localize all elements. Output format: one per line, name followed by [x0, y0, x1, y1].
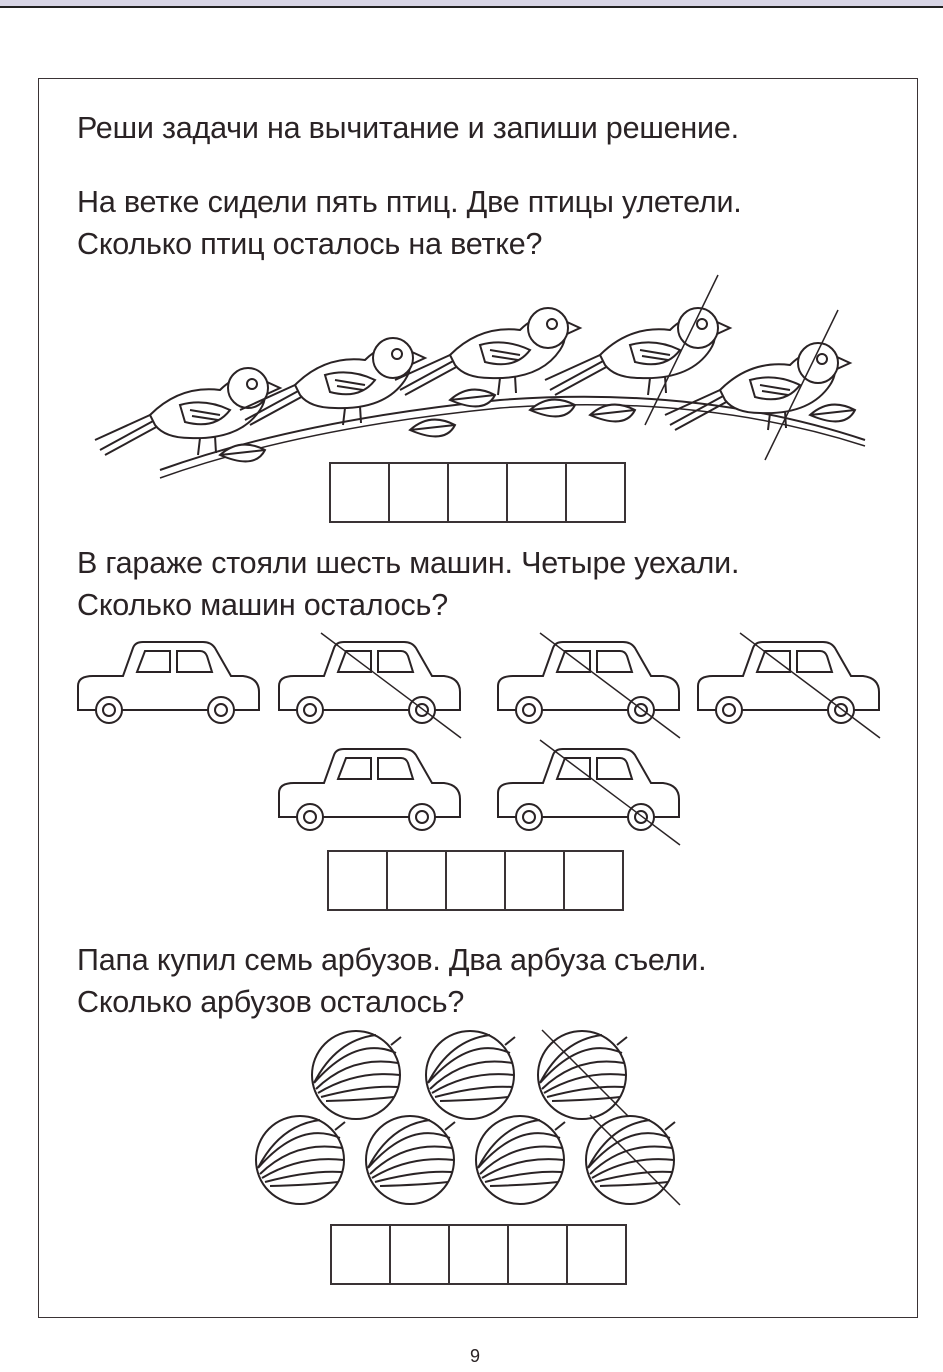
birds-on-branch — [94, 274, 866, 479]
leaf — [448, 388, 497, 408]
worksheet-frame — [38, 78, 918, 1318]
page-number: 9 — [470, 1346, 481, 1366]
watermelon — [475, 1115, 566, 1205]
watermelon — [585, 1114, 681, 1206]
task2-answer-boxes[interactable] — [327, 850, 624, 911]
leaf — [808, 403, 857, 423]
task3-text-line1: Папа купил семь арбузов. Два арбуза съел… — [77, 943, 707, 977]
watermelon — [311, 1030, 402, 1120]
scan-edge — [0, 0, 943, 8]
cross-out-line — [739, 632, 881, 739]
car — [497, 739, 681, 846]
watermelon — [425, 1030, 516, 1120]
leaf — [218, 443, 267, 463]
cross-out-line — [589, 1114, 681, 1206]
bird — [544, 274, 733, 426]
task3-answer-boxes[interactable] — [330, 1224, 627, 1285]
leaf — [588, 403, 637, 423]
watermelon — [537, 1029, 633, 1121]
task2-text-line1: В гараже стояли шесть машин. Четыре уеха… — [77, 546, 740, 580]
bird — [394, 307, 583, 396]
watermelons-group — [255, 1029, 681, 1206]
task2-text-line2: Сколько машин осталось? — [77, 588, 448, 622]
task1-text-line2: Сколько птиц осталось на ветке? — [77, 227, 543, 261]
cross-out-line — [539, 632, 681, 739]
bird — [94, 367, 283, 456]
bird — [239, 337, 428, 426]
car — [278, 632, 462, 739]
cross-out-line — [539, 739, 681, 846]
bird — [664, 309, 853, 461]
worksheet-title: Реши задачи на вычитание и запиши решени… — [77, 111, 739, 145]
car — [77, 641, 260, 724]
watermelon — [365, 1115, 456, 1205]
cross-out-line — [644, 274, 719, 426]
task1-text-line1: На ветке сидели пять птиц. Две птицы уле… — [77, 185, 742, 219]
watermelon — [255, 1115, 346, 1205]
car — [697, 632, 881, 739]
car — [278, 748, 461, 831]
cross-out-line — [320, 632, 462, 739]
leaf — [408, 418, 457, 438]
leaf — [528, 398, 577, 418]
cars-group — [77, 632, 881, 846]
cross-out-line — [764, 309, 839, 461]
car — [497, 632, 681, 739]
task1-answer-boxes[interactable] — [329, 462, 626, 523]
task3-text-line2: Сколько арбузов осталось? — [77, 985, 465, 1019]
cross-out-line — [541, 1029, 633, 1121]
